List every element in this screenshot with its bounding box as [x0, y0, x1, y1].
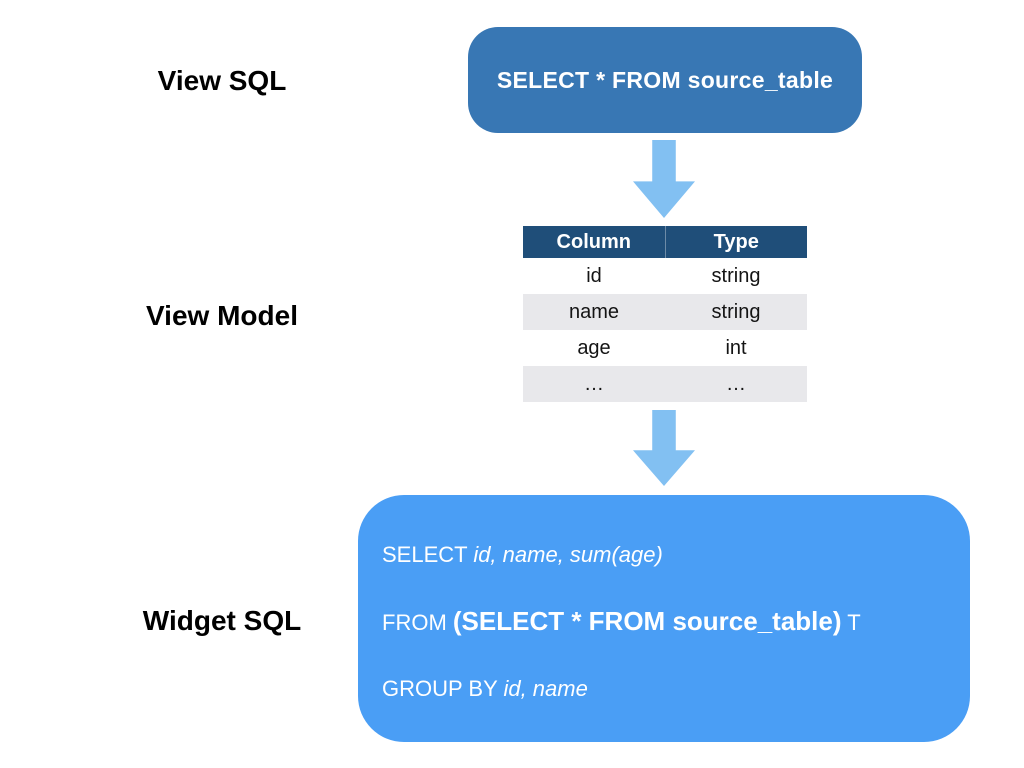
down-arrow-icon [633, 410, 695, 486]
table-row: age int [523, 330, 807, 366]
widget-sql-label: Widget SQL [142, 605, 302, 636]
view-sql-box: SELECT * FROM source_table [468, 27, 862, 133]
sql-segment: GROUP BY [382, 676, 504, 701]
table-cell: string [665, 294, 807, 330]
sql-segment: FROM [382, 610, 453, 635]
sql-segment: id, name [503, 676, 588, 701]
table-cell: … [665, 366, 807, 402]
sql-segment: id, name, sum(age) [473, 542, 663, 567]
table-cell: name [523, 294, 665, 330]
sql-segment: (SELECT * FROM source_table) [452, 606, 842, 636]
table-cell: … [523, 366, 665, 402]
sql-line: SELECT id, name, sum(age) [382, 540, 944, 570]
table-header-cell: Type [664, 226, 807, 258]
table-cell: age [577, 336, 611, 359]
view-model-label: View Model [146, 300, 298, 331]
view-sql-label: View SQL [157, 65, 287, 96]
view-sql-text: SELECT * FROM source_table [496, 66, 834, 93]
sql-segment: SELECT [382, 542, 474, 567]
table-cell: int [725, 336, 747, 359]
table-row: …… [523, 366, 807, 402]
table-cell: string [711, 264, 761, 287]
table-row: id string [523, 258, 807, 294]
down-arrow-icon [633, 140, 695, 218]
table-cell: id [586, 264, 602, 287]
sql-line: FROM (SELECT * FROM source_table) T [382, 606, 944, 638]
widget-sql-box: SELECT id, name, sum(age) FROM (SELECT * … [358, 495, 970, 742]
sql-line: GROUP BY id, name [382, 674, 944, 704]
sql-segment: T [841, 610, 861, 635]
widget-sql-lines: SELECT id, name, sum(age) FROM (SELECT * … [382, 540, 944, 704]
table-header-cell: Column [523, 226, 665, 258]
